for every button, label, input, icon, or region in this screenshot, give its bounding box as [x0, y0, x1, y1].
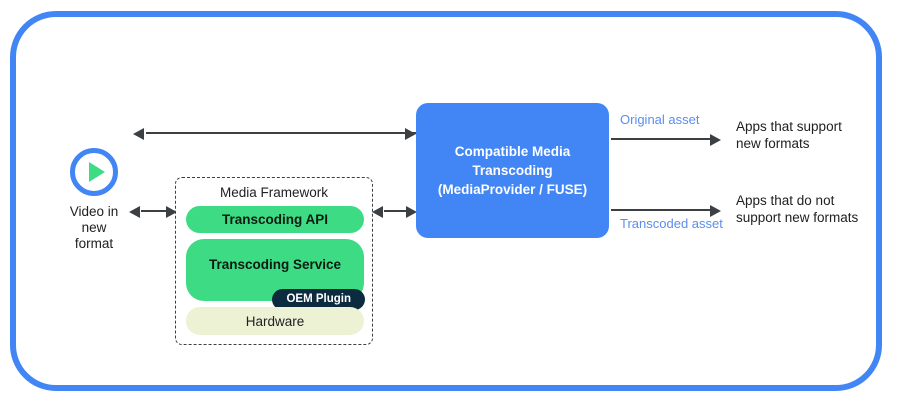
transcoded-asset-arrow-line — [611, 209, 712, 211]
video-framework-arrow-head-right — [166, 206, 177, 218]
transcoding-service-label: Transcoding Service — [208, 257, 342, 272]
original-asset-label: Original asset — [620, 112, 700, 127]
framework-cmt-arrow-line — [384, 210, 407, 212]
compatible-media-transcoding-label: Compatible Media Transcoding (MediaProvi… — [437, 144, 588, 197]
outer-frame-border — [10, 11, 882, 391]
top-arrow-head-right — [405, 128, 416, 140]
compatible-media-transcoding-box: Compatible Media Transcoding (MediaProvi… — [416, 103, 609, 238]
transcoding-service-layer: Transcoding Service OEM Plugin — [186, 239, 365, 310]
hardware-label: Hardware — [245, 313, 305, 329]
original-asset-arrow-line — [611, 138, 712, 140]
top-bidirectional-arrow-line — [146, 132, 416, 134]
transcoded-asset-label: Transcoded asset — [620, 216, 723, 231]
video-framework-arrow-head-left — [129, 206, 140, 218]
play-triangle-icon — [88, 162, 105, 182]
media-framework-layer-stack: Transcoding API Transcoding Service OEM … — [186, 206, 365, 335]
framework-cmt-arrow-head-right — [406, 206, 417, 218]
original-asset-arrow-head — [710, 134, 721, 146]
play-circle-icon — [70, 148, 118, 196]
video-source-group: Video in new format — [48, 148, 140, 252]
media-framework-title: Media Framework — [219, 185, 329, 200]
unsupported-apps-label: Apps that do not support new formats — [736, 193, 859, 225]
top-arrow-head-left — [133, 128, 144, 140]
transcoding-api-layer: Transcoding API — [186, 206, 364, 233]
video-framework-arrow-line — [141, 210, 167, 212]
oem-plugin-badge: OEM Plugin — [272, 289, 365, 310]
transcoding-api-label: Transcoding API — [221, 212, 329, 227]
framework-cmt-arrow-head-left — [372, 206, 383, 218]
transcoded-asset-arrow-head — [710, 205, 721, 217]
media-framework-box: Media Framework Transcoding API Transcod… — [175, 177, 373, 345]
hardware-layer: Hardware — [186, 307, 364, 335]
video-source-caption: Video in new format — [69, 204, 119, 251]
supported-apps-label: Apps that support new formats — [736, 119, 842, 151]
